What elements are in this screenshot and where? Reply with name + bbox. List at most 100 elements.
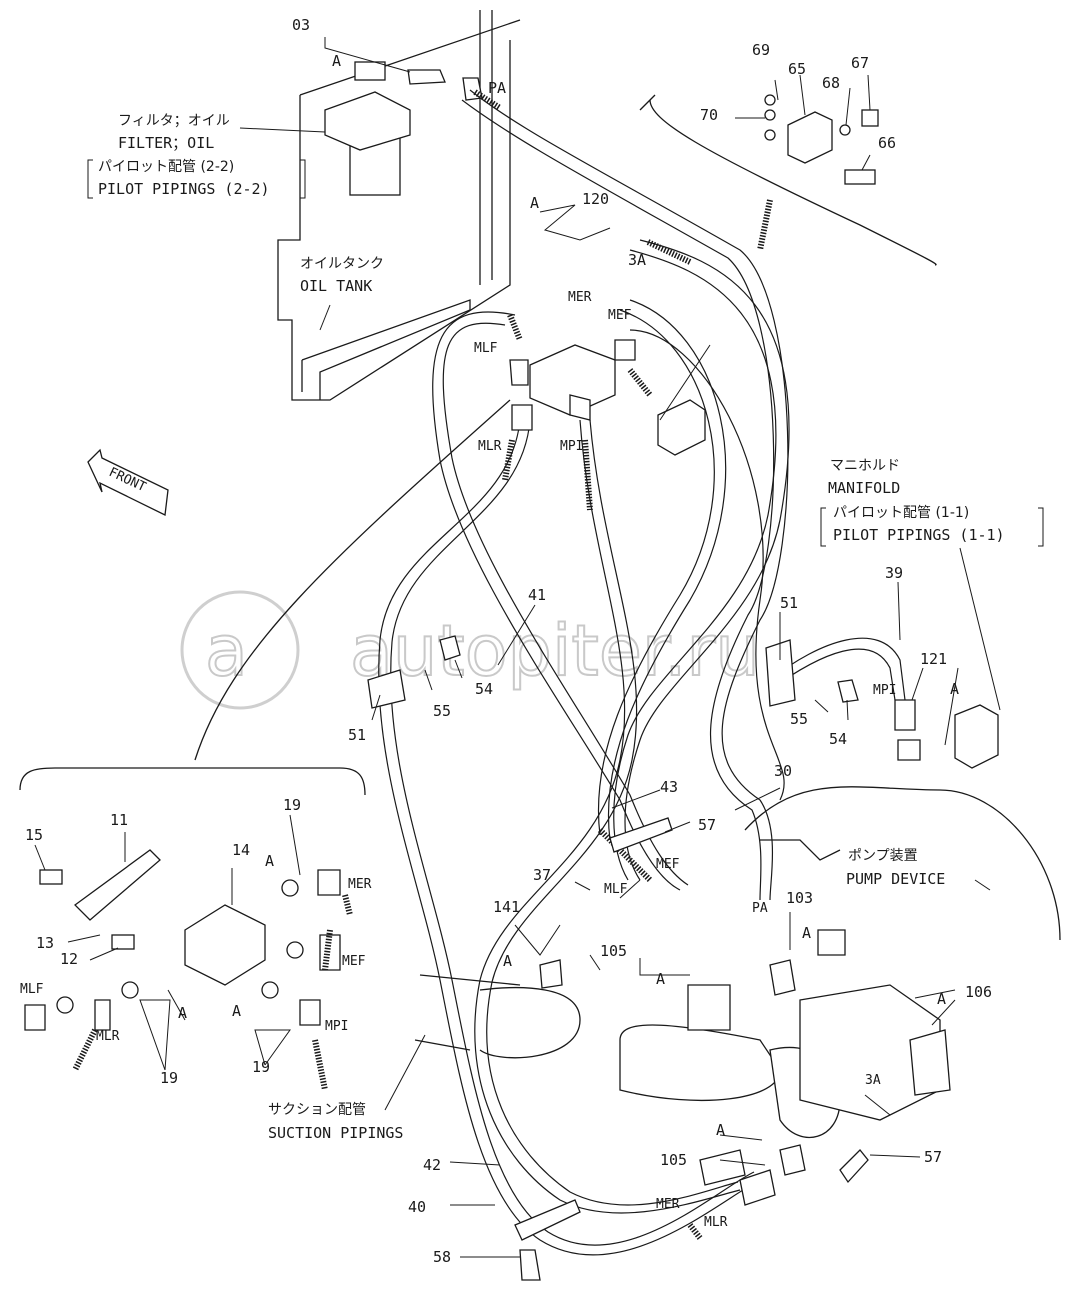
callout-03: 03 [292,16,310,34]
callout-labels: 03 A PA 69 65 67 68 70 66 120 A 3A MER M… [292,16,992,1266]
detail-12: 12 [60,950,78,968]
callout-105-mid: 105 [600,942,627,960]
callout-30: 30 [774,762,792,780]
callout-51-left: 51 [348,726,366,744]
callout-MLF-mid: MLF [604,882,628,897]
callout-43: 43 [660,778,678,796]
callout-A-106: A [937,990,946,1008]
callout-58: 58 [433,1248,451,1266]
callout-MLR-top: MLR [478,439,502,454]
callout-57-bot: 57 [924,1148,942,1166]
callout-PA-top: PA [488,79,506,97]
block-121 [894,699,999,769]
watermark-logo-glyph: a [205,610,248,692]
callout-MEF-mid: MEF [656,857,680,872]
detail-11: 11 [110,811,128,829]
callout-69: 69 [752,41,770,59]
callout-A-top: A [332,52,341,70]
detail-14: 14 [232,841,250,859]
pump-jp-label: ポンプ装置 [848,848,918,864]
callout-A-103: A [802,924,811,942]
callout-65: 65 [788,60,806,78]
tank-en-label: OIL TANK [300,277,372,295]
callout-54-left: 54 [475,680,493,698]
callout-A-120: A [530,194,539,212]
detail-19-top: 19 [283,796,301,814]
callout-MPI-top: MPI [560,439,583,454]
callout-MLF-top: MLF [474,341,498,356]
detail-A-mid: A [178,1004,187,1022]
callout-106: 106 [965,983,992,1001]
callout-70: 70 [700,106,718,124]
callout-68: 68 [822,74,840,92]
callout-37: 37 [533,866,551,884]
callout-40: 40 [408,1198,426,1216]
callout-55-right: 55 [790,710,808,728]
callout-MER-top: MER [568,290,592,305]
filter-jp-label: フィルタ；オイル [118,113,230,129]
detail-box [19,767,366,1091]
detail-MEF: MEF [342,954,366,969]
callout-MER-bot: MER [656,1197,680,1212]
watermark-text: autopiter.ru [350,610,760,692]
pump-en-label: PUMP DEVICE [846,870,945,888]
detail-MLR: MLR [96,1029,120,1044]
detail-MPI: MPI [325,1019,348,1034]
watermark: a autopiter.ru [180,590,761,710]
callout-A-141: A [503,952,512,970]
detail-A-19-top: A [265,852,274,870]
callout-41: 41 [528,586,546,604]
detail-labels: 11 14 15 19 A MER MEF 13 12 MLF MLR A A … [20,796,372,1087]
callout-103: 103 [786,889,813,907]
clamps [367,635,869,1281]
callout-3A-top: 3A [628,251,646,269]
pilot11-jp-label: パイロット配管 (1-1) [833,505,969,521]
oil-filter [324,61,483,196]
callout-A-105-mid: A [656,970,665,988]
callout-MPI-right: MPI [873,683,896,698]
detail-19-bl: 19 [160,1069,178,1087]
tank-jp-label: オイルタンク [300,256,384,272]
callout-A-105-bot: A [716,1121,725,1139]
callout-141: 141 [493,898,520,916]
callout-57-mid: 57 [698,816,716,834]
detail-13: 13 [36,934,54,952]
detail-15: 15 [25,826,43,844]
manifold-en-label: MANIFOLD [828,479,900,497]
callout-55-left: 55 [433,702,451,720]
callout-PA-mid: PA [752,901,768,916]
callout-3A-bot: 3A [865,1073,881,1088]
callout-42: 42 [423,1156,441,1174]
pilot-manifold-top [509,339,706,456]
detail-MLF: MLF [20,982,44,997]
callout-MLR-bot: MLR [704,1215,728,1230]
leader-lines [34,37,1001,1258]
pilot11-en-label: PILOT PIPINGS (1-1) [833,526,1005,544]
filter-en-label: FILTER；OIL [118,134,214,152]
manifold-65 [639,94,937,266]
pilot22-en-label: PILOT PIPINGS (2-2) [98,180,270,198]
pump-device [414,786,1061,1138]
detail-MER: MER [348,877,372,892]
notes: フィルタ；オイル FILTER；OIL パイロット配管 (2-2) PILOT … [87,113,1044,1142]
callout-121: 121 [920,650,947,668]
callout-MEF-top: MEF [608,308,632,323]
suction-en-label: SUCTION PIPINGS [268,1124,403,1142]
pilot22-jp-label: パイロット配管 (2-2) [98,159,234,175]
callout-54-right: 54 [829,730,847,748]
callout-39: 39 [885,564,903,582]
callout-51-right: 51 [780,594,798,612]
callout-120: 120 [582,190,609,208]
callout-66: 66 [878,134,896,152]
callout-A-121: A [950,680,959,698]
front-arrow: FRONT [87,448,169,516]
detail-callout-line [194,399,511,761]
oil-tank [277,10,521,401]
callout-105-bot: 105 [660,1151,687,1169]
callout-67: 67 [851,54,869,72]
manifold-jp-label: マニホルド [830,458,900,474]
detail-A-low: A [232,1002,241,1020]
detail-19-br: 19 [252,1058,270,1076]
